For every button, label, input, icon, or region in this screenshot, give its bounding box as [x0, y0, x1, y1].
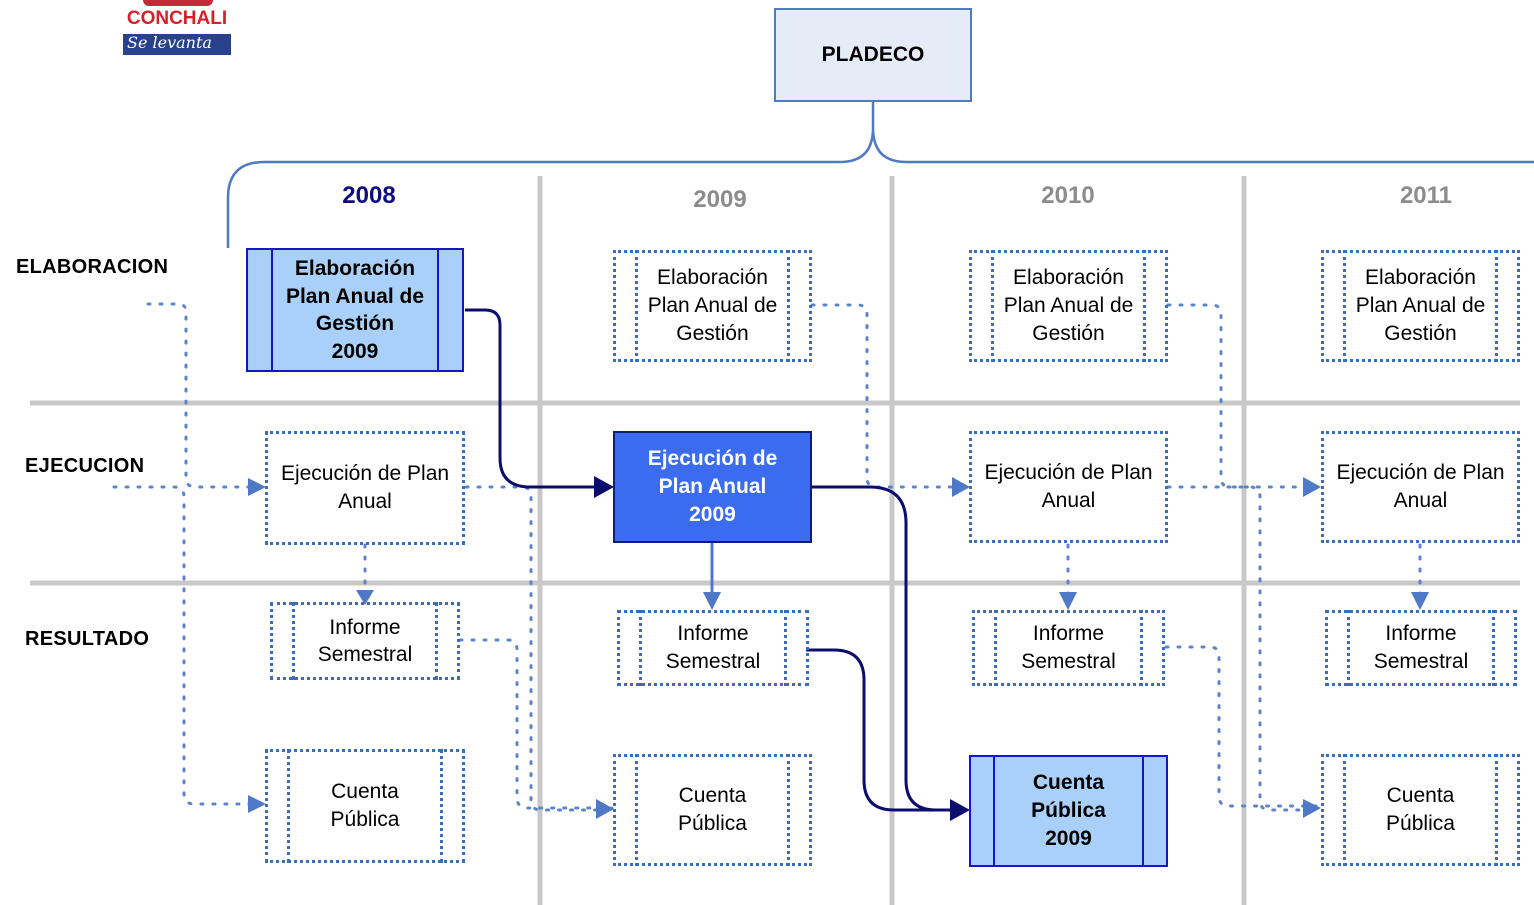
cuenta-2008-box: Cuenta Pública [265, 749, 465, 863]
informe-2008-label: Informe Semestral [317, 616, 413, 666]
year-2008: 2008 [342, 182, 396, 209]
arrowhead [248, 795, 266, 813]
cuenta-2009-highlight-label: Cuenta Pública 2009 [1031, 771, 1106, 850]
ejecucion-2008-label: Ejecución de Plan Anual [280, 462, 450, 513]
informe-2010-label: Informe Semestral [1021, 622, 1116, 673]
arrowhead [356, 590, 374, 605]
ejecucion-2010-box: Ejecución de Plan Anual [969, 431, 1168, 543]
arrowhead [248, 478, 266, 496]
arrowhead [1303, 477, 1321, 497]
path-elab-to-ejec [465, 308, 598, 489]
dotted-arrow [1166, 303, 1320, 489]
cuenta-2011-label: Cuenta Pública [1386, 784, 1455, 835]
pladeco-brace [226, 102, 1534, 248]
path-ejec-to-cuenta [812, 485, 958, 812]
dotted-arrowheads [248, 477, 1429, 819]
cuenta-2009-box: Cuenta Pública [613, 754, 812, 866]
cuenta-2009-highlight-box: Cuenta Pública 2009 [969, 755, 1168, 867]
informe-2008-box: Informe Semestral [270, 602, 460, 680]
arrowhead [950, 799, 970, 821]
informe-2011-label: Informe Semestral [1373, 622, 1469, 673]
ejecucion-2011-box: Ejecución de Plan Anual [1321, 431, 1520, 543]
ejecucion-2010-label: Ejecución de Plan Anual [984, 461, 1153, 512]
elaboracion-2011-label: Elaboración Plan Anual de Gestión [1355, 266, 1486, 345]
dotted-arrow [112, 485, 264, 809]
cuenta-2008-label: Cuenta Pública [330, 780, 400, 831]
pladeco-label: PLADECO [821, 43, 925, 66]
path-informe-to-cuenta [806, 648, 958, 812]
elaboracion-2011-box: Elaboración Plan Anual de Gestión [1321, 250, 1520, 362]
cuenta-2009-label: Cuenta Pública [678, 784, 747, 835]
dotted-arrow [810, 303, 967, 489]
elaboracion-2010-label: Elaboración Plan Anual de Gestión [1003, 266, 1134, 345]
informe-2009-box: Informe Semestral [617, 610, 809, 686]
dotted-arrow [1166, 485, 1318, 812]
ejecucion-2009-box: Ejecución de Plan Anual 2009 [613, 431, 812, 543]
logo-swoosh [143, 0, 213, 6]
row-label-resultado: RESULTADO [25, 628, 150, 650]
dotted-arrow [1164, 645, 1318, 808]
ejecucion-2008-box: Ejecución de Plan Anual [265, 431, 465, 545]
arrowhead [1059, 592, 1077, 610]
year-2009: 2009 [693, 186, 747, 213]
arrowhead [952, 477, 970, 497]
arrowhead [1303, 799, 1321, 818]
logo-name: CONCHALI [126, 8, 228, 29]
informe-2009-label: Informe Semestral [665, 622, 761, 673]
arrowhead [594, 476, 614, 498]
row-label-elaboracion: ELABORACION [16, 256, 169, 278]
logo-tagline: Se levanta [127, 33, 212, 52]
arrowhead [703, 592, 721, 610]
elaboracion-2009-box: Elaboración Plan Anual de Gestión [613, 250, 812, 362]
ejecucion-2011-label: Ejecución de Plan Anual [1336, 461, 1505, 512]
cuenta-2011-box: Cuenta Pública [1321, 754, 1520, 866]
dotted-arrow [146, 302, 264, 492]
year-2011: 2011 [1399, 182, 1453, 209]
main-path [465, 308, 958, 812]
pladeco-box: PLADECO [774, 8, 972, 102]
informe-2011-box: Informe Semestral [1325, 610, 1517, 686]
elaboracion-2008-box: Elaboración Plan Anual de Gestión 2009 [246, 248, 464, 372]
dotted-arrow [458, 638, 614, 810]
row-label-ejecucion: EJECUCION [25, 455, 145, 477]
conchali-logo: CONCHALI Se levanta [123, 0, 231, 56]
elaboracion-2009-label: Elaboración Plan Anual de Gestión [647, 266, 778, 345]
year-2010: 2010 [1041, 182, 1095, 209]
elaboracion-2010-box: Elaboración Plan Anual de Gestión [969, 250, 1168, 362]
main-arrowheads [594, 476, 970, 821]
dotted-connectors [112, 302, 1422, 812]
arrowhead [596, 799, 614, 819]
ejecucion-2009-label: Ejecución de Plan Anual 2009 [647, 447, 778, 526]
arrowhead [1411, 592, 1429, 610]
grid-lines [30, 176, 1520, 905]
elaboracion-2008-label: Elaboración Plan Anual de Gestión 2009 [285, 257, 425, 363]
informe-2010-box: Informe Semestral [972, 610, 1165, 686]
